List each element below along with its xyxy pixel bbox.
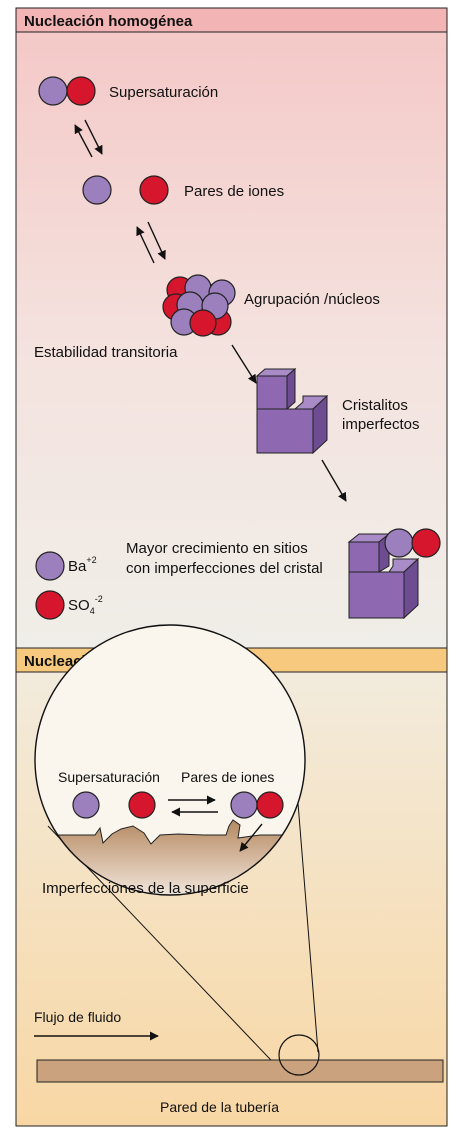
ba-legend-label: Ba+2 — [68, 555, 97, 575]
equilibrium-arrows-hetero — [168, 795, 218, 817]
ba-ion — [230, 791, 258, 819]
supersaturation-ion-pair — [38, 76, 96, 106]
pipe-wall-label: Pared de la tubería — [160, 1099, 279, 1115]
transient-stability-label: Estabilidad transitoria — [34, 344, 178, 361]
ba-ion — [384, 528, 414, 558]
so4-ion — [139, 175, 169, 205]
crystallites-label-line2: imperfectos — [342, 416, 420, 433]
ion-legend: Ba+2 SO4-2 — [35, 551, 103, 620]
growth-label-line1: Mayor crecimiento en sitios — [126, 540, 308, 557]
growth-arrow-2 — [321, 459, 347, 502]
imperfect-crystallite — [255, 367, 329, 455]
ion-pairs-label: Pares de iones — [184, 183, 284, 200]
so4-ion — [128, 791, 156, 819]
crystallites-label-line1: Cristalitos — [342, 397, 408, 414]
so4-legend-swatch — [35, 590, 65, 620]
grown-crystal — [347, 532, 420, 620]
fluid-flow-label: Flujo de fluido — [34, 1009, 121, 1025]
surface-imperfections-label: Imperfecciones de la superficie — [42, 880, 249, 897]
supersaturation-label: Supersaturación — [109, 84, 218, 101]
growth-label-line2: con imperfecciones del cristal — [126, 560, 323, 577]
magnified-spot-circle — [278, 1034, 320, 1076]
ion-cluster-nuclei — [162, 274, 236, 337]
homogeneous-header-bar — [15, 7, 448, 33]
pipe-wall — [36, 1059, 444, 1083]
growth-arrow-1 — [231, 344, 257, 384]
deposition-arrow — [239, 823, 263, 852]
clustering-label: Agrupación /núcleos — [244, 291, 380, 308]
so4-ion — [256, 791, 284, 819]
ba-legend-swatch — [35, 551, 65, 581]
so4-ion — [66, 76, 96, 106]
equilibrium-arrows-1 — [74, 119, 103, 158]
homogeneous-title: Nucleación homogénea — [24, 13, 193, 30]
hetero-supersaturation-label: Supersaturación — [58, 769, 160, 785]
ba-ion — [72, 791, 100, 819]
ba-ion — [38, 76, 68, 106]
so4-ion — [411, 528, 441, 558]
hetero-ion-pairs-label: Pares de iones — [181, 769, 274, 785]
ba-ion — [82, 175, 112, 205]
equilibrium-arrows-2 — [136, 221, 166, 264]
so4-legend-label: SO4-2 — [68, 594, 103, 616]
